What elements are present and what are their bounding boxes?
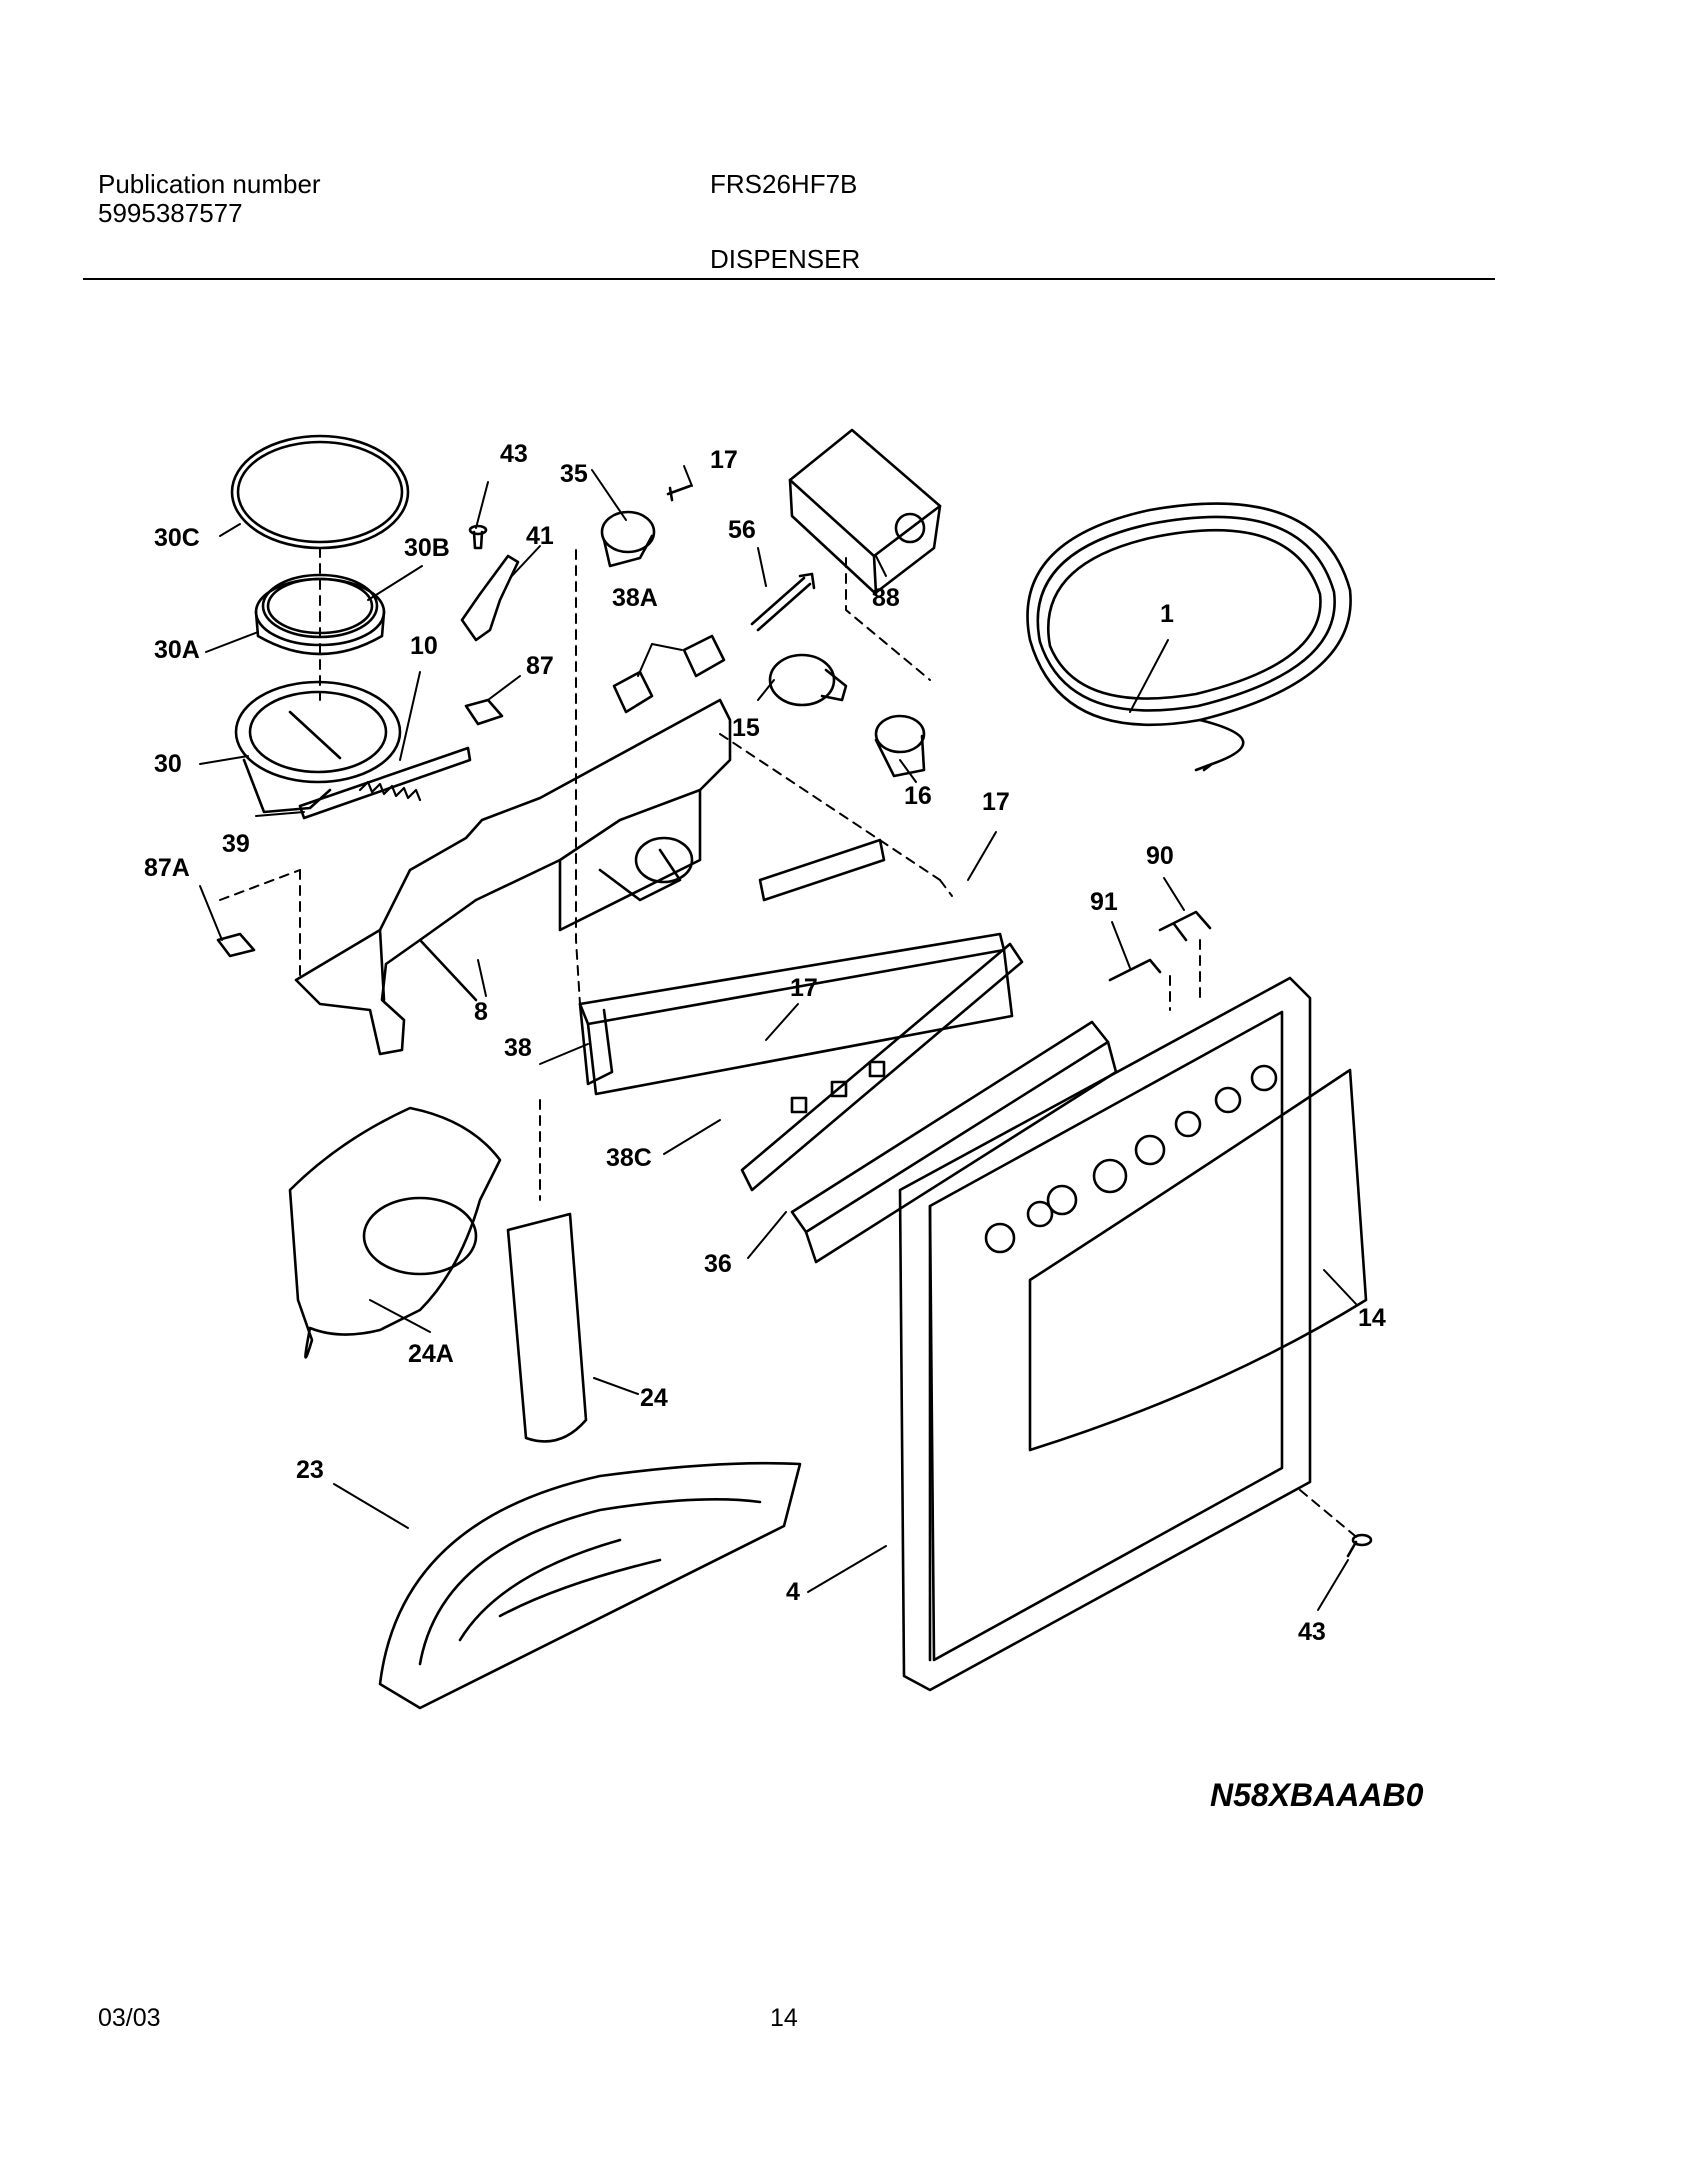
callout-label: 38A: [612, 584, 658, 612]
callout-label: 87: [526, 652, 554, 680]
callout-label: 43: [1298, 1618, 1326, 1646]
chute-door-30: [234, 680, 472, 820]
callout-label: 1: [1160, 600, 1174, 628]
clip-87: [464, 698, 504, 726]
callout-label: 88: [872, 584, 900, 612]
callout-label: 39: [222, 830, 250, 858]
footer-date: 03/03: [98, 2004, 161, 2032]
bracket-41: [460, 554, 520, 642]
section-title: DISPENSER: [710, 244, 861, 274]
callout-label: 36: [704, 1250, 732, 1278]
callout-label: 30: [154, 750, 182, 778]
control-board-38: [578, 838, 1014, 1096]
callout-label: 90: [1146, 842, 1174, 870]
screw-43-top: [468, 524, 488, 550]
callout-label: 30C: [154, 524, 200, 552]
footer-page-number: 14: [770, 2004, 798, 2032]
clip-87a: [216, 932, 256, 958]
rod-56: [750, 572, 816, 632]
callout-label: 15: [732, 714, 760, 742]
lever-91: [1108, 958, 1162, 982]
publication-number: 5995387577: [98, 198, 243, 228]
screw-17-top: [666, 484, 692, 502]
ice-chute-24a: [288, 1106, 502, 1359]
alignment-lines: [219, 549, 1361, 1541]
callout-label: 16: [904, 782, 932, 810]
callout-label: 38: [504, 1034, 532, 1062]
switch-bar-36: [790, 1020, 1118, 1264]
header-rule: [83, 278, 1495, 280]
callout-label: 23: [296, 1456, 324, 1484]
drawing-code: N58XBAAAB0: [1210, 1777, 1424, 1813]
callout-label: 4: [786, 1578, 800, 1606]
callout-label: 30A: [154, 636, 200, 664]
gasket-ring-30c: [230, 434, 410, 550]
relay-box-88: [788, 428, 942, 596]
callout-label: 10: [410, 632, 438, 660]
screw-43-bottom: [1346, 1533, 1373, 1558]
callout-label: 35: [560, 460, 588, 488]
model-number: FRS26HF7B: [710, 169, 858, 199]
switch-38a: [612, 634, 726, 714]
callout-label: 87A: [144, 854, 190, 882]
callout-label: 56: [728, 516, 756, 544]
publication-label: Publication number: [98, 169, 321, 199]
callout-label: 14: [1358, 1304, 1386, 1332]
callout-labels: 30C 43 35 17 30B 41 56 88 30A 38A 1 10 87 15 30 16 17 39 8…: [144, 440, 1386, 1646]
callout-label: 30B: [404, 534, 450, 562]
callout-label: 17: [710, 446, 738, 474]
module-35: [600, 510, 656, 568]
leader-lines: [199, 465, 1357, 1611]
callout-label: 17: [982, 788, 1010, 816]
callout-label: 43: [500, 440, 528, 468]
callout-label: 38C: [606, 1144, 652, 1172]
callout-label: 91: [1090, 888, 1118, 916]
front-frame-4: [898, 976, 1312, 1692]
callout-label: 24A: [408, 1340, 454, 1368]
display-board-38c: [740, 942, 1024, 1192]
callout-label: 24: [640, 1384, 668, 1412]
housing-8: [294, 698, 732, 1056]
bulb-15: [768, 653, 848, 707]
callout-label: 8: [474, 998, 488, 1026]
drip-tray-23: [378, 1461, 802, 1710]
spring-10: [358, 780, 422, 802]
callout-label: 17: [790, 974, 818, 1002]
socket-16: [874, 714, 926, 778]
membrane-panel-14: [1028, 1068, 1368, 1452]
callout-label: 41: [526, 522, 554, 550]
tubing-coil-1: [1026, 502, 1352, 772]
lever-90: [1158, 910, 1212, 942]
chute-flap-24: [506, 1212, 588, 1443]
